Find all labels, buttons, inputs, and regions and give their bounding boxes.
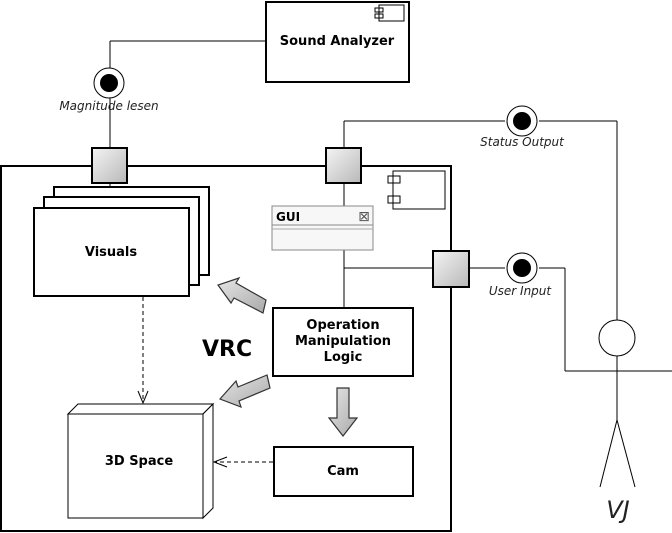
- vj-actor[interactable]: VJ: [598, 319, 636, 524]
- operation-label-line3: Logic: [324, 350, 363, 365]
- cam-component[interactable]: Cam: [273, 446, 414, 497]
- operation-label-line1: Operation: [306, 318, 379, 333]
- sound-analyzer-label: Sound Analyzer: [280, 34, 395, 49]
- gui-close-icon[interactable]: ⊠: [358, 209, 370, 225]
- port-gui: [325, 147, 362, 184]
- dependency-visuals-to-space: [137, 297, 149, 405]
- operation-logic-component[interactable]: Operation Manipulation Logic: [272, 307, 414, 377]
- arrow-to-cam: [327, 387, 359, 437]
- vrc-label: VRC: [202, 337, 252, 362]
- port-user-input: [432, 250, 470, 288]
- operation-label-line2: Manipulation: [295, 334, 391, 349]
- status-output-label: Status Output: [480, 135, 565, 149]
- vrc-boundary: [0, 165, 452, 532]
- user-input-interface: User Input: [489, 252, 553, 298]
- status-output-interface: Status Output: [480, 105, 565, 149]
- component-icon: [374, 4, 405, 22]
- port-visuals: [91, 147, 128, 184]
- arrow-to-visuals: [217, 276, 267, 314]
- dependency-cam-to-space: [212, 456, 273, 468]
- sound-analyzer-component[interactable]: Sound Analyzer: [265, 1, 410, 83]
- vrc-component-icon: [387, 170, 446, 210]
- visuals-label: Visuals: [85, 245, 138, 260]
- connectors: [109, 40, 672, 372]
- 3d-space-label: 3D Space: [105, 454, 174, 469]
- magnitude-interface: Magnitude lesen: [59, 67, 159, 113]
- magnitude-label: Magnitude lesen: [59, 99, 158, 113]
- vj-label: VJ: [606, 496, 630, 524]
- visuals-component[interactable]: Visuals: [33, 186, 210, 297]
- gui-title: GUI: [276, 210, 300, 224]
- cam-label: Cam: [327, 464, 359, 479]
- gui-window[interactable]: GUI ⊠: [271, 205, 374, 251]
- user-input-label: User Input: [489, 284, 553, 298]
- arrow-to-3d-space: [218, 374, 271, 409]
- 3d-space-node[interactable]: 3D Space: [66, 402, 215, 520]
